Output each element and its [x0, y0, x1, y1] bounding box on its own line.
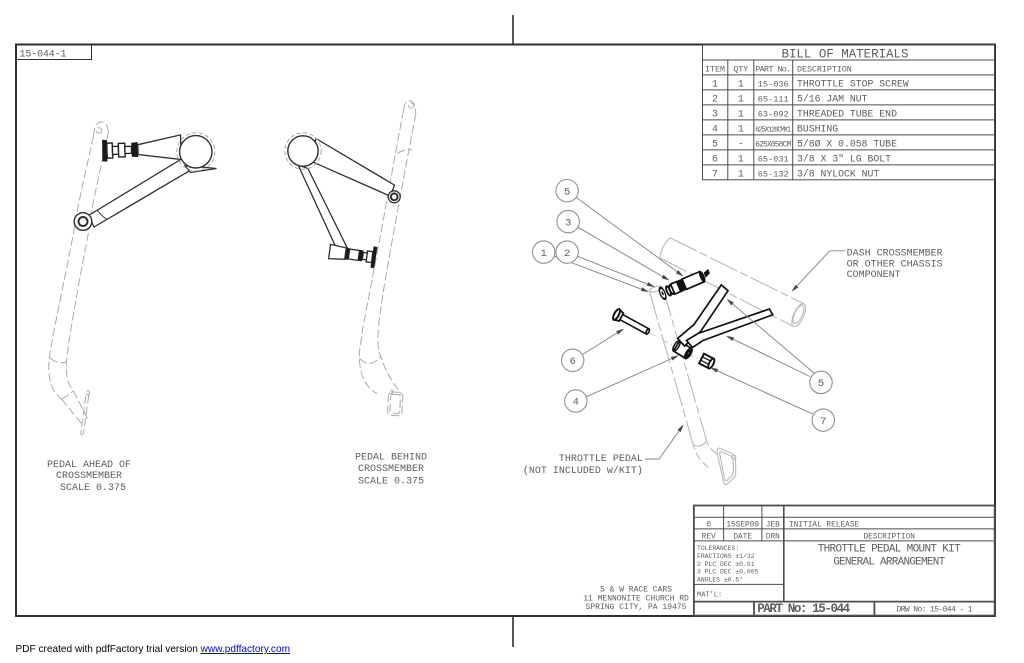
svg-text:1: 1: [712, 79, 718, 90]
svg-text:1: 1: [541, 248, 547, 260]
svg-text:15-036: 15-036: [758, 80, 789, 90]
svg-text:5: 5: [818, 378, 824, 390]
svg-text:PEDAL AHEAD OF: PEDAL AHEAD OF: [47, 460, 131, 471]
svg-text:PEDAL BEHIND: PEDAL BEHIND: [355, 453, 427, 464]
svg-text:5/8Ø X 0.058 TUBE: 5/8Ø X 0.058 TUBE: [797, 139, 897, 150]
svg-text:6: 6: [712, 154, 718, 165]
svg-text:2: 2: [564, 248, 570, 260]
svg-text:0: 0: [706, 521, 711, 529]
svg-text:1: 1: [738, 154, 744, 165]
svg-text:3/8 X 3" LG BOLT: 3/8 X 3" LG BOLT: [797, 154, 891, 165]
svg-text:3 PLC DEC ±0.005: 3 PLC DEC ±0.005: [697, 569, 759, 576]
svg-text:DRN: DRN: [766, 533, 780, 541]
svg-text:THREADED TUBE END: THREADED TUBE END: [797, 109, 897, 120]
svg-text:1: 1: [738, 124, 744, 135]
svg-text:(NOT INCLUDED w/KIT): (NOT INCLUDED w/KIT): [523, 465, 643, 477]
svg-text:DRW No: 15-044 - 1: DRW No: 15-044 - 1: [897, 606, 973, 615]
svg-text:CROSSMEMBER: CROSSMEMBER: [358, 464, 424, 475]
svg-text:ITEM: ITEM: [705, 65, 725, 74]
svg-text:BILL OF MATERIALS: BILL OF MATERIALS: [782, 48, 909, 62]
svg-text:7: 7: [712, 169, 718, 180]
svg-text:5: 5: [712, 139, 718, 150]
svg-text:BUSHING: BUSHING: [797, 124, 838, 135]
svg-text:65-031: 65-031: [758, 155, 789, 165]
svg-text:OR OTHER CHASSIS: OR OTHER CHASSIS: [847, 260, 943, 271]
svg-text:THROTTLE PEDAL MOUNT KIT: THROTTLE PEDAL MOUNT KIT: [818, 544, 961, 556]
svg-text:1: 1: [738, 169, 744, 180]
svg-text:2 PLC DEC ±0.01: 2 PLC DEC ±0.01: [697, 561, 755, 568]
svg-text:3/8 NYLOCK NUT: 3/8 NYLOCK NUT: [797, 169, 879, 180]
svg-text:-: -: [738, 139, 744, 150]
svg-text:THROTTLE STOP SCREW: THROTTLE STOP SCREW: [797, 79, 909, 90]
svg-text:DESCRIPTION: DESCRIPTION: [797, 65, 852, 74]
svg-text:65-132: 65-132: [758, 170, 789, 180]
svg-text:PART No.: PART No.: [755, 65, 791, 74]
svg-text:PDF created with pdfFactory tr: PDF created with pdfFactory trial versio…: [16, 644, 291, 655]
svg-text:625X120CMX1: 625X120CMX1: [755, 127, 792, 135]
svg-text:63-092: 63-092: [758, 110, 789, 120]
svg-text:FRACTIONS ±1/32: FRACTIONS ±1/32: [697, 553, 755, 560]
svg-text:INITIAL RELEASE: INITIAL RELEASE: [789, 521, 860, 529]
svg-text:THROTTLE PEDAL: THROTTLE PEDAL: [559, 454, 643, 465]
svg-text:TOLERANCES:: TOLERANCES:: [697, 545, 739, 552]
svg-text:5/16 JAM NUT: 5/16 JAM NUT: [797, 94, 868, 105]
svg-text:DASH CROSSMEMBER: DASH CROSSMEMBER: [847, 248, 943, 259]
svg-text:SPRING CITY, PA 19475: SPRING CITY, PA 19475: [586, 603, 687, 612]
svg-text:6: 6: [570, 356, 576, 368]
svg-text:4: 4: [712, 124, 718, 135]
svg-text:GENERAL ARRANGEMENT: GENERAL ARRANGEMENT: [833, 557, 945, 569]
svg-text:REV: REV: [702, 533, 716, 541]
svg-text:15-044-1: 15-044-1: [20, 50, 67, 61]
svg-text:JEB: JEB: [766, 521, 780, 529]
svg-text:QTY: QTY: [733, 65, 748, 74]
svg-text:1: 1: [738, 79, 744, 90]
svg-text:7: 7: [820, 416, 826, 428]
svg-text:CROSSMEMBER: CROSSMEMBER: [56, 471, 122, 482]
svg-text:DATE: DATE: [733, 533, 752, 541]
svg-text:1: 1: [738, 94, 744, 105]
svg-text:15SEP09: 15SEP09: [726, 521, 759, 529]
svg-text:4: 4: [573, 397, 579, 409]
svg-text:SCALE 0.375: SCALE 0.375: [60, 483, 126, 494]
svg-text:MAT'L:: MAT'L:: [697, 592, 722, 600]
svg-text:S & W RACE CARS: S & W RACE CARS: [600, 586, 672, 595]
svg-text:11 MENNONITE CHURCH RD: 11 MENNONITE CHURCH RD: [583, 594, 689, 603]
svg-text:5: 5: [564, 186, 570, 198]
svg-text:2: 2: [712, 94, 718, 105]
svg-text:SCALE 0.375: SCALE 0.375: [358, 477, 424, 488]
svg-text:3: 3: [712, 109, 718, 120]
svg-text:PART No: 15-044: PART No: 15-044: [757, 602, 850, 616]
svg-text:65-111: 65-111: [758, 95, 789, 105]
svg-text:COMPONENT: COMPONENT: [847, 270, 901, 281]
svg-text:625X058CM: 625X058CM: [755, 142, 791, 150]
svg-text:ANGLES ±0.5°: ANGLES ±0.5°: [697, 576, 743, 584]
svg-text:DESCRIPTION: DESCRIPTION: [863, 533, 915, 541]
svg-text:3: 3: [565, 217, 571, 229]
svg-text:1: 1: [738, 109, 744, 120]
